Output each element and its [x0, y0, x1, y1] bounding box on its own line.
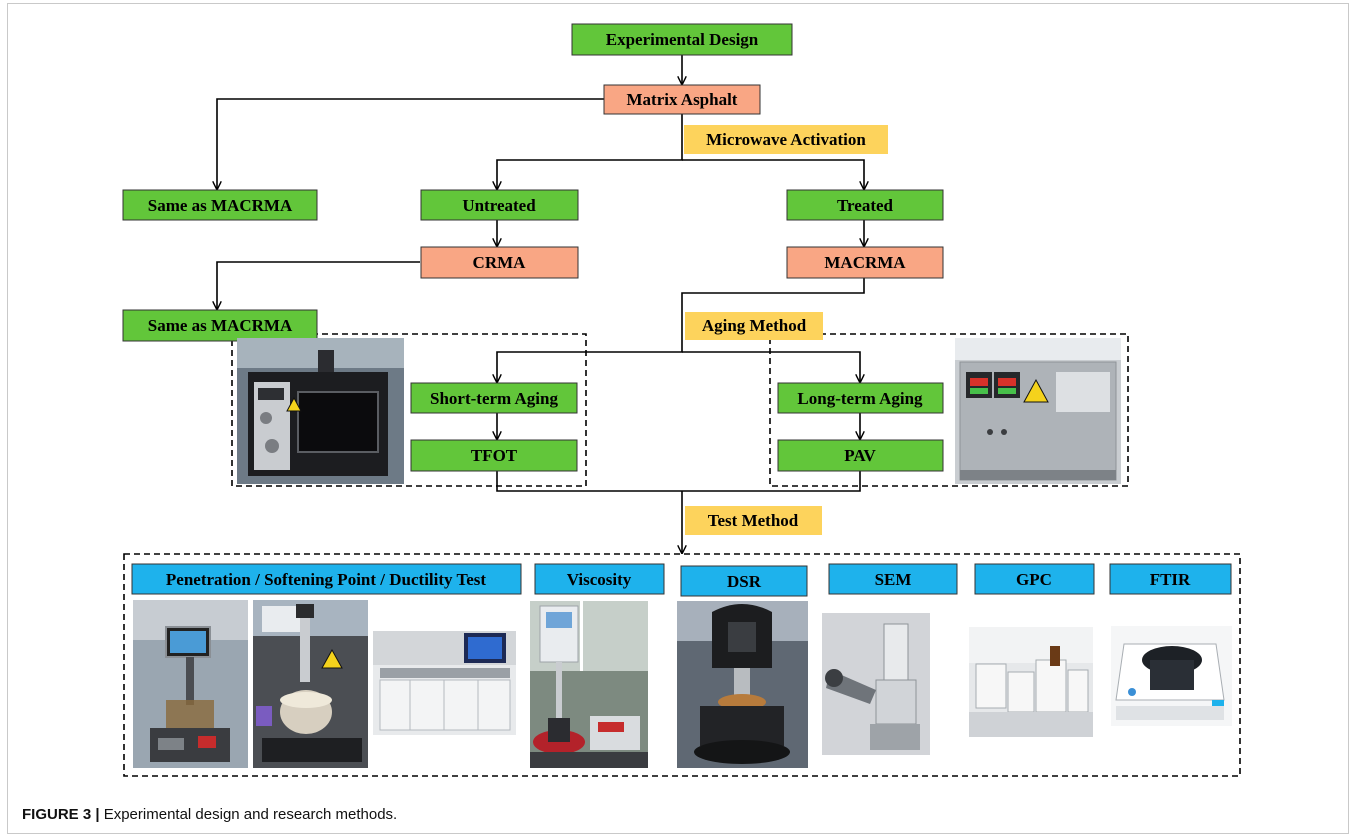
svg-text:Microwave Activation: Microwave Activation — [706, 130, 866, 149]
svg-text:Matrix Asphalt: Matrix Asphalt — [627, 90, 738, 109]
label-microwave-activation: Microwave Activation — [684, 125, 888, 154]
test-dsr: DSR — [680, 565, 808, 597]
test-gpc: GPC — [974, 563, 1095, 595]
node-untreated: Untreated — [420, 189, 579, 221]
arrow-matrix-to-same1 — [217, 98, 604, 189]
svg-text:Viscosity: Viscosity — [567, 570, 632, 589]
svg-text:Penetration / Softening Point: Penetration / Softening Point / Ductilit… — [166, 570, 487, 589]
arrow-to-untreated — [497, 114, 683, 189]
ftir-spectrometer-photo — [1111, 626, 1232, 726]
node-same-as-macrma-1: Same as MACRMA — [122, 189, 318, 221]
node-crma: CRMA — [420, 246, 579, 279]
svg-text:Short-term Aging: Short-term Aging — [430, 389, 558, 408]
caption-label: FIGURE 3 | — [22, 806, 100, 823]
label-aging-method: Aging Method — [685, 312, 823, 340]
viscometer-photo — [530, 601, 648, 768]
node-tfot: TFOT — [410, 439, 578, 472]
rheometer-photo — [677, 601, 808, 768]
svg-text:FTIR: FTIR — [1150, 570, 1191, 589]
test-viscosity: Viscosity — [534, 563, 665, 595]
svg-text:Untreated: Untreated — [462, 196, 536, 215]
line-aging-merge — [496, 471, 861, 492]
tfot-oven-photo — [237, 338, 404, 484]
test-penetration: Penetration / Softening Point / Ductilit… — [131, 563, 522, 595]
figure-caption: FIGURE 3 | Experimental design and resea… — [22, 806, 397, 823]
arrow-to-short-term — [497, 278, 865, 382]
svg-text:TFOT: TFOT — [471, 446, 518, 465]
test-sem: SEM — [828, 563, 958, 595]
svg-text:Same as MACRMA: Same as MACRMA — [148, 316, 293, 335]
node-pav: PAV — [777, 439, 944, 472]
svg-text:MACRMA: MACRMA — [824, 253, 906, 272]
node-same-as-macrma-2: Same as MACRMA — [122, 309, 318, 342]
node-treated: Treated — [786, 189, 944, 221]
arrow-to-treated — [682, 159, 864, 189]
svg-text:Aging Method: Aging Method — [702, 316, 807, 335]
penetrometer-photo — [133, 600, 248, 768]
svg-text:GPC: GPC — [1016, 570, 1052, 589]
ductilometer-photo — [373, 631, 516, 735]
node-short-term-aging: Short-term Aging — [410, 382, 578, 414]
svg-text:SEM: SEM — [875, 570, 912, 589]
node-experimental-design: Experimental Design — [571, 23, 793, 56]
test-method-group — [123, 553, 1241, 777]
svg-text:CRMA: CRMA — [473, 253, 527, 272]
svg-text:DSR: DSR — [727, 572, 762, 591]
gpc-instrument-photo — [969, 627, 1093, 737]
pav-vessel-photo — [955, 338, 1121, 484]
svg-text:Test Method: Test Method — [708, 511, 799, 530]
long-term-group — [769, 333, 1129, 487]
node-macrma: MACRMA — [786, 246, 944, 279]
microscope-photo — [822, 613, 930, 755]
short-term-group — [231, 333, 587, 487]
svg-text:Long-term Aging: Long-term Aging — [797, 389, 923, 408]
figure-frame — [7, 3, 1349, 834]
arrow-to-long-term — [682, 351, 860, 382]
softening-point-photo — [253, 600, 368, 768]
svg-text:Treated: Treated — [837, 196, 894, 215]
caption-text: Experimental design and research methods… — [99, 806, 398, 823]
svg-text:Same as MACRMA: Same as MACRMA — [148, 196, 293, 215]
node-matrix-asphalt: Matrix Asphalt — [603, 84, 761, 115]
test-ftir: FTIR — [1109, 563, 1232, 595]
node-long-term-aging: Long-term Aging — [777, 382, 944, 414]
arrow-crma-to-same2 — [217, 261, 420, 309]
label-test-method: Test Method — [685, 506, 822, 535]
svg-text:Experimental Design: Experimental Design — [606, 30, 759, 49]
svg-text:PAV: PAV — [844, 446, 876, 465]
connectors — [217, 55, 864, 553]
